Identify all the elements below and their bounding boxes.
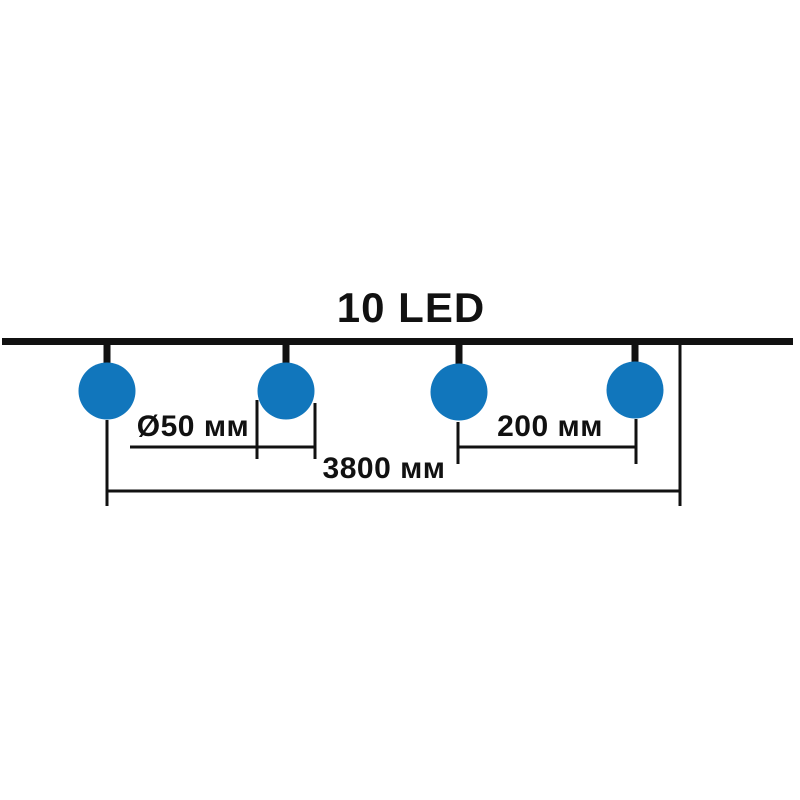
string-wire (2, 338, 793, 345)
bulb-stem (631, 344, 639, 367)
diagram-title: 10 LED (337, 284, 485, 331)
diameter-dimension-label: Ø50 мм (137, 410, 249, 443)
led-bulb (78, 362, 136, 420)
spacing-dimension-label: 200 мм (497, 410, 603, 443)
led-bulb (257, 362, 315, 420)
bulb-stem (455, 344, 463, 367)
bulb-stem (103, 344, 111, 367)
total-length-dimension-label: 3800 мм (323, 452, 446, 485)
led-bulbs (78, 361, 664, 421)
bulb-stems (103, 344, 639, 367)
dimension-lines (105, 345, 682, 506)
bulb-stem (282, 344, 290, 367)
led-bulb (606, 361, 664, 419)
led-bulb (430, 363, 488, 421)
